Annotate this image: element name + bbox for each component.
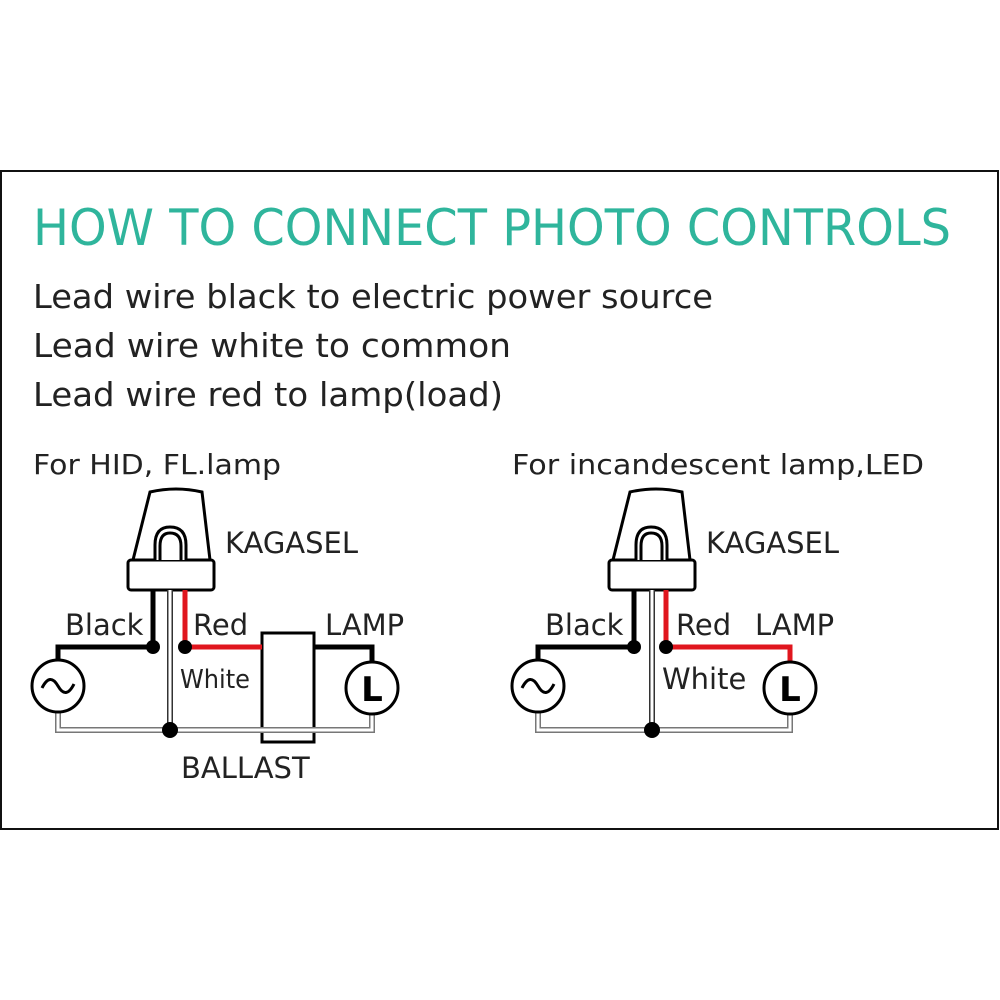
ballast-label: BALLAST: [181, 751, 310, 785]
lamp-label: LAMP: [325, 608, 404, 642]
ballast-box: [260, 631, 316, 744]
lamp-symbol: L: [361, 670, 383, 710]
brand-label: KAGASEL: [225, 526, 358, 560]
black-wire: [535, 590, 637, 662]
lamp-label: LAMP: [755, 608, 834, 642]
black-label: Black: [545, 608, 624, 642]
caption: For incandescent lamp,LED: [512, 448, 924, 481]
lamp-icon: [344, 660, 400, 716]
white-label: White: [180, 665, 250, 695]
diagram-incandescent-led: For incandescent lamp,LED KAGASEL L Blac…: [510, 448, 924, 738]
white-label: White: [662, 662, 746, 696]
black-label: Black: [65, 608, 144, 642]
ac-source-icon: [510, 658, 566, 714]
photo-control-icon: [607, 487, 697, 592]
page-title: HOW TO CONNECT PHOTO CONTROLS: [33, 199, 951, 257]
lamp-symbol: L: [779, 670, 801, 710]
instruction-white: Lead wire white to common: [33, 326, 511, 365]
caption: For HID, FL.lamp: [33, 448, 281, 481]
ac-source-icon: [30, 658, 86, 714]
instruction-red: Lead wire red to lamp(load): [33, 375, 503, 414]
red-wire: [663, 590, 793, 662]
brand-label: KAGASEL: [706, 526, 839, 560]
red-label: Red: [676, 608, 731, 642]
instruction-black: Lead wire black to electric power source: [33, 277, 713, 316]
lamp-icon: [762, 660, 818, 716]
photo-control-icon: [126, 487, 216, 592]
diagram-hid-fl: For HID, FL.lamp KAGASEL L Black Red LAM…: [30, 448, 404, 785]
black-wire: [55, 590, 156, 662]
red-label: Red: [193, 608, 248, 642]
